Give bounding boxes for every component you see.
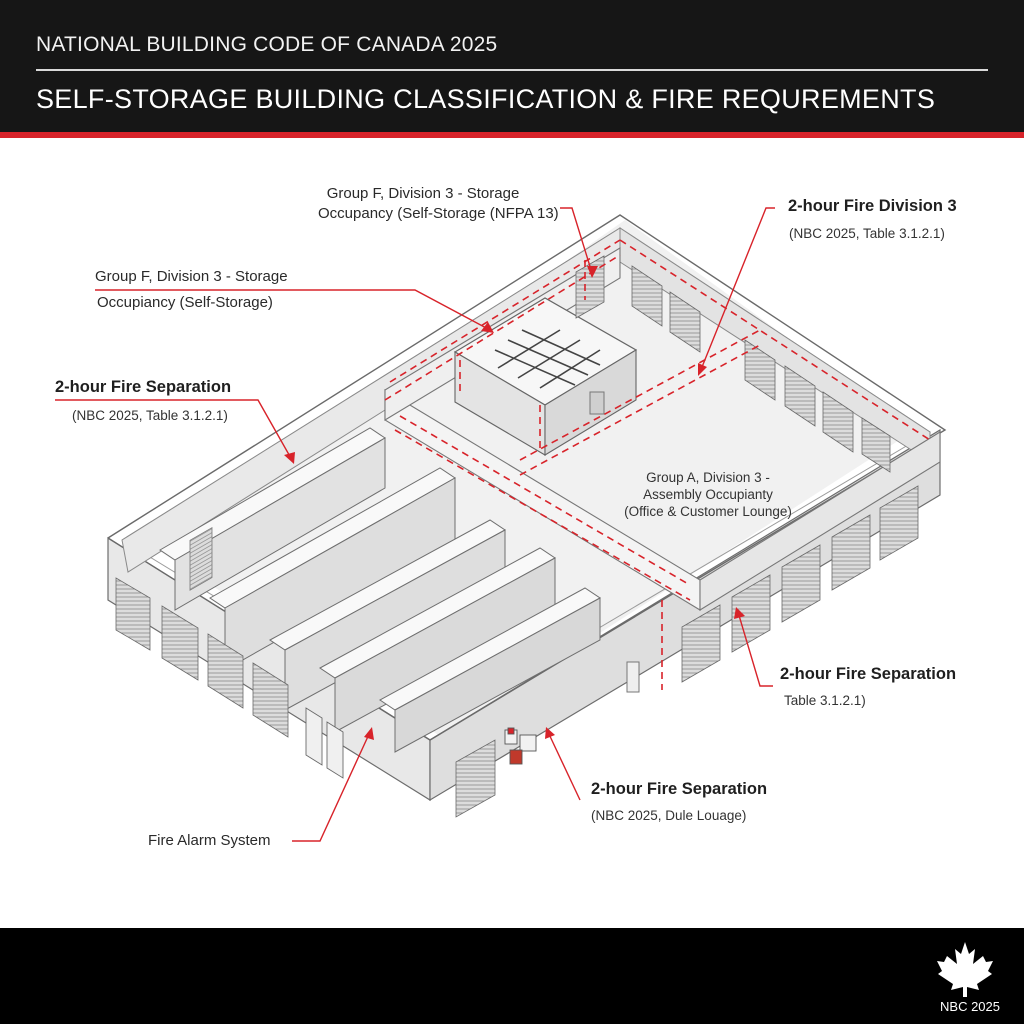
back-wall-rollup-doors <box>575 255 891 473</box>
nbc-badge-text: NBC 2025 <box>940 999 1000 1014</box>
building-diagram: Group F, Division 3 - Storage Occupancy … <box>0 138 1024 928</box>
left-wall-rollup-doors <box>115 577 289 738</box>
maple-leaf-icon <box>937 942 993 997</box>
storage-locker-rows <box>159 427 601 753</box>
fire-separation-left-title: 2-hour Fire Separation <box>55 378 232 396</box>
storage-left-label-line1: Group F, Division 3 - Storage <box>95 268 288 285</box>
locker-doors <box>189 526 213 591</box>
partition-wall-cross <box>699 431 941 611</box>
isometric-building-drawing <box>55 207 947 842</box>
fire-separation-bottom-title: 2-hour Fire Separation <box>591 780 768 798</box>
fire-alarm-label: Fire Alarm System <box>148 832 271 849</box>
leader-arrowheads <box>284 266 745 740</box>
fire-separation-right-title: 2-hour Fire Separation <box>780 665 957 683</box>
fire-separation-bottom-ref: (NBC 2025, Dule Louage) <box>591 808 747 823</box>
storage-top-line2: Occupancy (Self-Storage (NFPA 13) <box>318 205 559 222</box>
fire-alarm-panel <box>504 727 537 765</box>
right-wall-rollup-doors <box>455 485 919 818</box>
page-title: SELF-STORAGE BUILDING CLASSIFICATION & F… <box>36 84 936 114</box>
left-wall-doors <box>305 707 344 779</box>
header-bar: NATIONAL BUILDING CODE OF CANADA 2025 SE… <box>0 0 1024 132</box>
assembly-line2: Assembly Occupianty <box>643 487 773 502</box>
header-subtitle: NATIONAL BUILDING CODE OF CANADA 2025 <box>36 33 498 56</box>
fire-division-title: 2-hour Fire Division 3 <box>788 197 957 215</box>
header-divider <box>36 69 988 71</box>
exit-door <box>626 661 640 693</box>
fire-division-ref: (NBC 2025, Table 3.1.2.1) <box>789 226 945 241</box>
assembly-occupancy-label: Group A, Division 3 - Assembly Occupiant… <box>610 470 806 519</box>
assembly-line3: (Office & Customer Lounge) <box>624 504 792 519</box>
fire-separation-right-ref: Table 3.1.2.1) <box>784 693 866 708</box>
sprinkler-grid <box>494 329 601 389</box>
storage-top-line1: Group F, Division 3 - Storage <box>326 185 520 202</box>
leader-lines <box>55 207 775 842</box>
assembly-line1: Group A, Division 3 - <box>646 470 770 485</box>
storage-top-label: Group F, Division 3 - Storage Occupancy … <box>318 185 559 222</box>
footer-bar <box>0 928 1024 1024</box>
storage-left-label-line2: Occupiancy (Self-Storage) <box>97 294 273 311</box>
header-accent-stripe <box>0 132 1024 138</box>
fire-separation-left-ref: (NBC 2025, Table 3.1.2.1) <box>72 408 228 423</box>
fire-separation-lines <box>384 239 931 690</box>
